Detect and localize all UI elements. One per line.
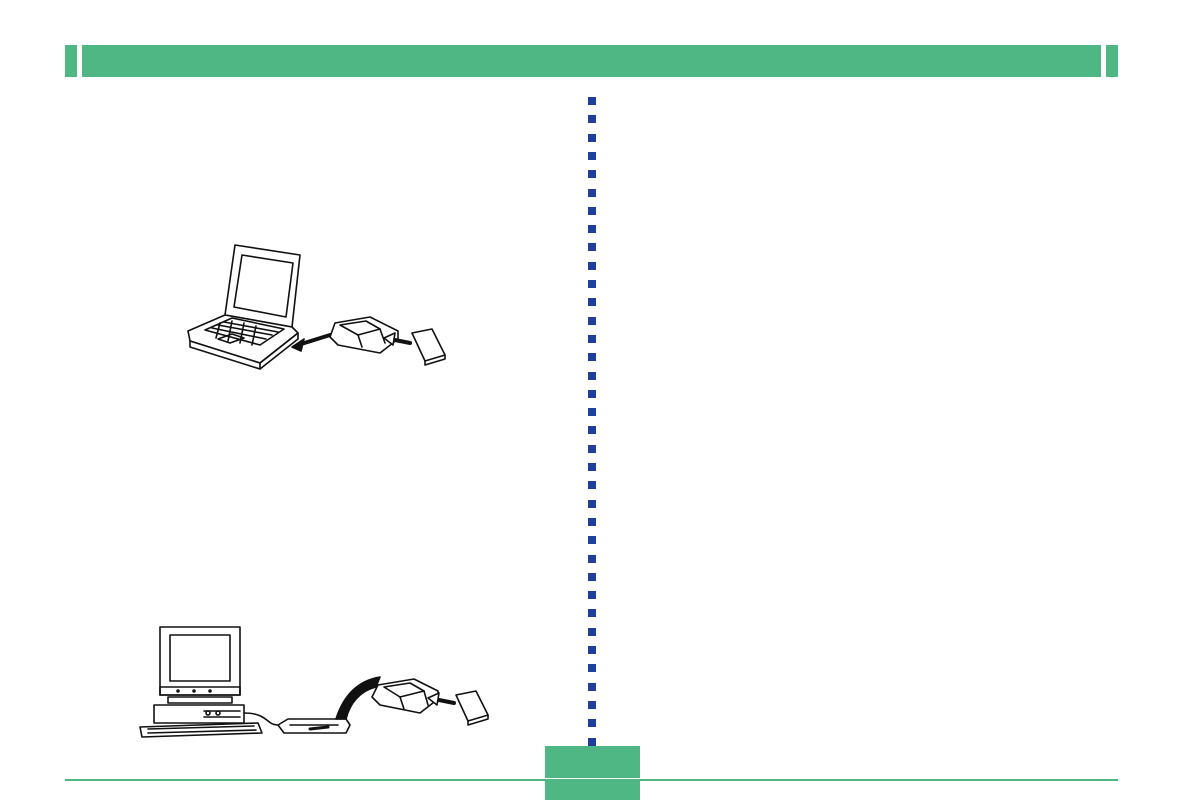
divider-dot [588, 298, 596, 307]
divider-dot [588, 389, 596, 398]
divider-dot [588, 97, 596, 105]
divider-dot [588, 700, 596, 709]
divider-dot [588, 719, 596, 728]
column-divider [588, 97, 596, 746]
header-bar-main [82, 45, 1101, 77]
divider-dot [588, 481, 596, 490]
header-bar-right-cap [1106, 45, 1118, 77]
divider-dot [588, 261, 596, 270]
divider-dot [588, 151, 596, 160]
divider-dot [588, 243, 596, 252]
divider-dot [588, 609, 596, 618]
divider-dot [588, 627, 596, 636]
divider-dot [588, 170, 596, 179]
divider-dot [588, 426, 596, 435]
divider-dot [588, 517, 596, 526]
laptop-pc-card-insert-icon [187, 244, 446, 370]
divider-dot [588, 334, 596, 343]
divider-dot [588, 408, 596, 417]
divider-dot [588, 682, 596, 691]
divider-dot [588, 463, 596, 471]
header-bar-left-cap [65, 45, 77, 77]
header-bar [65, 45, 1118, 77]
page-number-tab [545, 746, 640, 800]
divider-dot [588, 536, 596, 545]
divider-dot [588, 353, 596, 362]
page-number-tab-top [545, 746, 640, 778]
divider-dot [588, 206, 596, 215]
divider-dot [588, 280, 596, 288]
divider-dot [588, 115, 596, 124]
desktop-card-reader-icon [139, 626, 489, 738]
divider-dot [588, 444, 596, 453]
footer-rule [65, 779, 1118, 781]
divider-dot [588, 737, 596, 746]
page-number-tab-bottom [545, 781, 640, 800]
divider-dot [588, 499, 596, 508]
divider-dot [588, 133, 596, 142]
divider-dot [588, 554, 596, 563]
divider-dot [588, 664, 596, 673]
divider-dot [588, 225, 596, 234]
divider-dot [588, 591, 596, 600]
divider-dot [588, 371, 596, 380]
divider-dot [588, 572, 596, 581]
divider-dot [588, 646, 596, 654]
divider-dot [588, 316, 596, 325]
divider-dot [588, 188, 596, 197]
